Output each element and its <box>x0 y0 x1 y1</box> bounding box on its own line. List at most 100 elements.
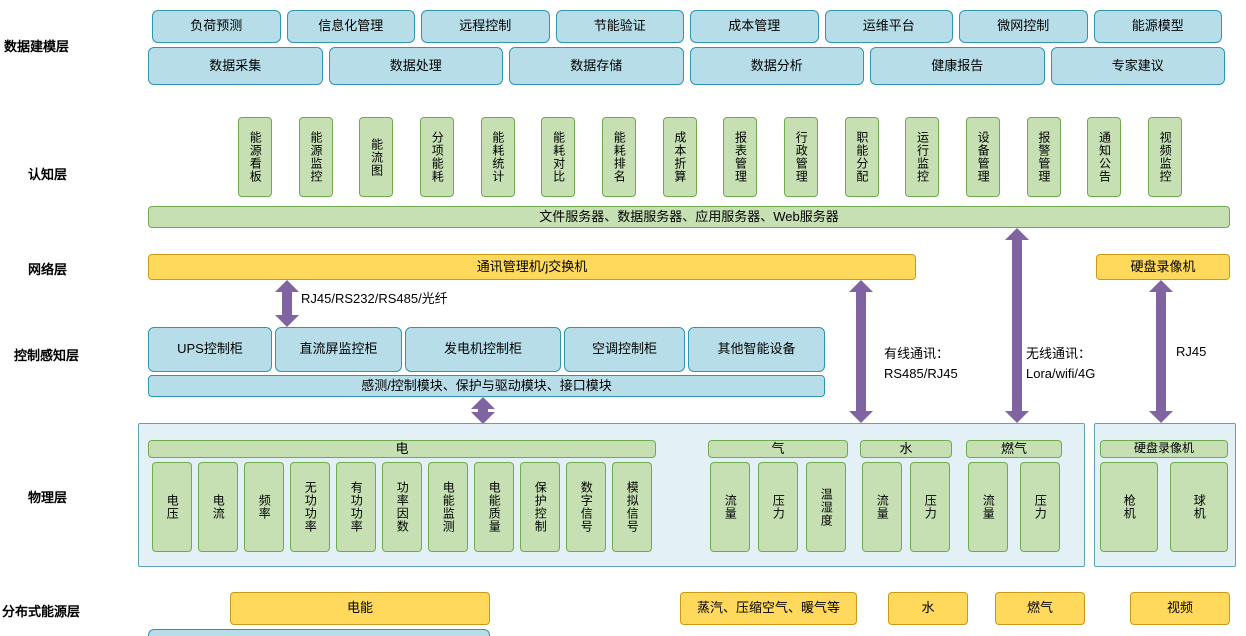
sensor-label: 流量 <box>981 494 996 520</box>
sensor-frequency: 频率 <box>244 462 284 552</box>
app-box-microgrid: 微网控制 <box>959 10 1088 43</box>
label-fiber: RJ45/RS232/RS485/光纤 <box>301 291 448 306</box>
cabinet-other: 其他智能设备 <box>688 327 825 372</box>
water-sensors: 流量 压力 <box>862 462 950 552</box>
data-modeling-row1: 负荷预测 信息化管理 远程控制 节能验证 成本管理 运维平台 微网控制 能源模型 <box>152 10 1222 43</box>
module-label: 通知公告 <box>1097 131 1112 183</box>
sensor-temp-humid: 温湿度 <box>806 462 846 552</box>
sensor-label: 压力 <box>923 494 938 520</box>
sensor-label: 流量 <box>875 494 890 520</box>
module-energy-board: 能源看板 <box>238 117 272 197</box>
module-energy-flow: 能流图 <box>359 117 394 197</box>
app-box-energy-model: 能源模型 <box>1093 10 1222 43</box>
cabinet-generator: 发电机控制柜 <box>405 327 561 372</box>
sensor-pwr-quality: 电能质量 <box>474 462 514 552</box>
module-label: 能源监控 <box>308 131 323 183</box>
module-label: 能流图 <box>369 137 384 177</box>
app-box-ops-platform: 运维平台 <box>824 10 953 43</box>
arrow-wireless-comm <box>1005 228 1029 423</box>
device-label: 球机 <box>1192 494 1207 520</box>
gas-header: 气 <box>708 440 848 458</box>
module-label: 报警管理 <box>1036 131 1051 183</box>
clipped-bottom-box <box>148 629 490 636</box>
camera-devices: 枪机 球机 <box>1100 462 1228 552</box>
module-label: 分项能耗 <box>430 131 445 183</box>
module-label: 能耗统计 <box>490 131 505 183</box>
sensor-water-pressure: 压力 <box>910 462 950 552</box>
layer-label-energy: 分布式能源层 <box>2 604 81 619</box>
module-label: 行政管理 <box>794 131 809 183</box>
sensor-label: 频率 <box>257 494 272 520</box>
sensor-energy-watch: 电能监测 <box>428 462 468 552</box>
data-box-storage: 数据存储 <box>509 47 684 85</box>
fuel-header: 燃气 <box>966 440 1062 458</box>
data-box-collect: 数据采集 <box>148 47 323 85</box>
arrow-dvr-rj45 <box>1149 280 1173 423</box>
servers-bar: 文件服务器、数据服务器、应用服务器、Web服务器 <box>148 206 1230 228</box>
gas-sensors: 流量 压力 温湿度 <box>710 462 846 552</box>
module-energy-compare: 能耗对比 <box>541 117 576 197</box>
energy-box-steam: 蒸汽、压缩空气、暖气等 <box>680 592 857 625</box>
module-run-monitor: 运行监控 <box>905 117 940 197</box>
sensor-label: 压力 <box>771 494 786 520</box>
sensor-label: 数字信号 <box>579 481 594 533</box>
data-box-analysis: 数据分析 <box>689 47 864 85</box>
sensor-label: 电能质量 <box>487 481 502 533</box>
module-energy-monitor: 能源监控 <box>298 117 333 197</box>
sensor-gas-flow: 流量 <box>710 462 750 552</box>
sensor-label: 电能监测 <box>441 481 456 533</box>
data-modeling-row2: 数据采集 数据处理 数据存储 数据分析 健康报告 专家建议 <box>148 47 1225 85</box>
module-alarm-mgmt: 报警管理 <box>1026 117 1061 197</box>
app-box-energy-verify: 节能验证 <box>555 10 684 43</box>
cabinet-dc-screen: 直流屏监控柜 <box>275 327 402 372</box>
sensor-label: 电压 <box>165 494 180 520</box>
app-box-info-mgmt: 信息化管理 <box>286 10 415 43</box>
sensing-modules-bar: 感测/控制模块、保护与驱动模块、接口模块 <box>148 375 825 397</box>
module-video-monitor: 视频监控 <box>1147 117 1182 197</box>
module-label: 能耗对比 <box>551 131 566 183</box>
sensor-current: 电流 <box>198 462 238 552</box>
module-label: 设备管理 <box>976 131 991 183</box>
sensor-label: 无功功率 <box>303 481 318 533</box>
sensor-water-flow: 流量 <box>862 462 902 552</box>
layer-label-cognition: 认知层 <box>28 167 68 182</box>
arrow-wired-comm <box>849 280 873 423</box>
data-box-health: 健康报告 <box>870 47 1045 85</box>
module-label: 运行监控 <box>915 131 930 183</box>
app-box-remote-control: 远程控制 <box>421 10 550 43</box>
module-cost-convert: 成本折算 <box>662 117 697 197</box>
label-wired: 有线通讯： RS485/RJ45 <box>884 346 958 381</box>
module-label: 职能分配 <box>854 131 869 183</box>
cabinet-hvac: 空调控制柜 <box>564 327 685 372</box>
device-dome-cam: 球机 <box>1170 462 1228 552</box>
layer-label-network: 网络层 <box>28 262 68 277</box>
camera-header: 硬盘录像机 <box>1100 440 1228 458</box>
energy-box-fuel: 燃气 <box>995 592 1085 625</box>
device-label: 枪机 <box>1122 494 1137 520</box>
energy-box-water: 水 <box>888 592 968 625</box>
fuel-sensors: 流量 压力 <box>968 462 1060 552</box>
module-label: 报表管理 <box>733 131 748 183</box>
module-label: 视频监控 <box>1158 131 1173 183</box>
energy-box-electric: 电能 <box>230 592 490 625</box>
sensor-voltage: 电压 <box>152 462 192 552</box>
water-header: 水 <box>860 440 952 458</box>
data-box-expert: 专家建议 <box>1050 47 1225 85</box>
label-wireless: 无线通讯： Lora/wifi/4G <box>1026 346 1096 381</box>
sensor-label: 电流 <box>211 494 226 520</box>
data-box-process: 数据处理 <box>328 47 503 85</box>
label-rj45: RJ45 <box>1176 344 1207 359</box>
sensor-protect-ctrl: 保护控制 <box>520 462 560 552</box>
layer-label-data-modeling: 数据建模层 <box>4 39 70 54</box>
sensor-label: 功率因数 <box>395 481 410 533</box>
sensor-gas-pressure: 压力 <box>758 462 798 552</box>
sensor-label: 流量 <box>723 494 738 520</box>
energy-box-video: 视频 <box>1130 592 1230 625</box>
sensor-active-pwr: 有功功率 <box>336 462 376 552</box>
arrow-network-to-control <box>275 280 299 327</box>
arrow-control-to-physical <box>471 397 495 424</box>
sensor-label: 模拟信号 <box>625 481 640 533</box>
network-dvr-box: 硬盘录像机 <box>1096 254 1230 280</box>
module-energy-rank: 能耗排名 <box>601 117 636 197</box>
sensor-label: 保护控制 <box>533 481 548 533</box>
